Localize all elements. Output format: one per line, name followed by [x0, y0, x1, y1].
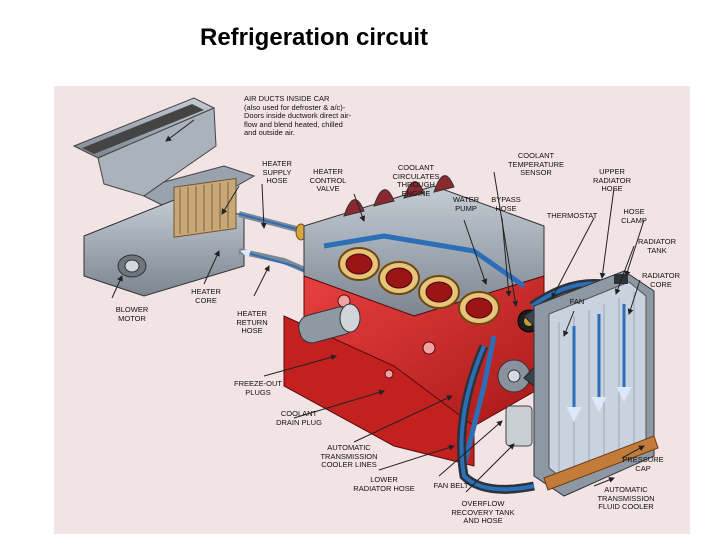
label-radiator-core: RADIATOR CORE	[641, 271, 681, 289]
label-blower-motor: BLOWER MOTOR	[115, 305, 149, 323]
engine-coolant-flow	[323, 233, 526, 467]
label-radiator-tank: RADIATOR TANK	[637, 237, 677, 255]
label-fan: FAN	[569, 297, 585, 306]
label-air-ducts: AIR DUCTS INSIDE CAR (also used for defr…	[244, 94, 352, 137]
label-lower-radiator-hose: LOWER RADIATOR HOSE	[353, 475, 415, 493]
leader-lines	[111, 119, 645, 493]
label-thermostat: THERMOSTAT	[546, 211, 598, 220]
heater-box	[83, 177, 245, 297]
lower-radiator-hose	[457, 344, 535, 494]
label-coolant-circulates: COOLANT CIRCULATES THROUGH ENGINE	[392, 163, 440, 198]
label-freeze-out-plugs: FREEZE-OUT PLUGS	[234, 379, 282, 397]
label-heater-supply-hose: HEATER SUPPLY HOSE	[262, 159, 292, 185]
page-title: Refrigeration circuit	[200, 24, 429, 51]
label-coolant-drain-plug: COOLANT DRAIN PLUG	[276, 409, 322, 427]
label-overflow-recovery-tank: OVERFLOW RECOVERY TANK AND HOSE	[451, 499, 515, 525]
label-pressure-cap: PRESSURE CAP	[622, 455, 664, 473]
label-heater-core: HEATER CORE	[191, 287, 221, 305]
label-heater-control-valve: HEATER CONTROL VALVE	[309, 167, 347, 193]
label-fan-belt: FAN BELT	[433, 481, 469, 490]
label-upper-radiator-hose: UPPER RADIATOR HOSE	[592, 167, 632, 193]
label-water-pump: WATER PUMP	[452, 195, 480, 213]
transmission-cooler	[543, 435, 659, 491]
label-auto-trans-fluid-cooler: AUTOMATIC TRANSMISSION FLUID COOLER	[597, 485, 655, 511]
label-hose-clamp: HOSE CLAMP	[621, 207, 647, 225]
radiator	[533, 270, 659, 497]
label-auto-trans-cooler-lines: AUTOMATIC TRANSMISSION COOLER LINES	[320, 443, 378, 469]
label-bypass-hose: BYPASS HOSE	[491, 195, 521, 213]
label-coolant-temperature-sensor: COOLANT TEMPERATURE SENSOR	[507, 151, 565, 177]
cooling-system-diagram	[72, 97, 659, 497]
label-heater-return-hose: HEATER RETURN HOSE	[236, 309, 268, 335]
